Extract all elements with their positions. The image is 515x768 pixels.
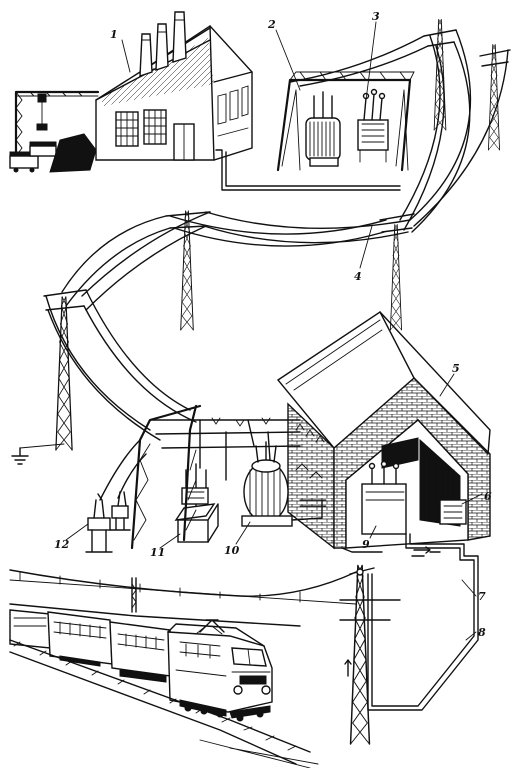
- substation-gantry: [99, 404, 301, 550]
- circuit-breaker: [174, 463, 219, 543]
- electric-train: [9, 609, 273, 722]
- callout-4: 4: [354, 270, 362, 283]
- railway-section: [9, 564, 401, 745]
- callout-8: 8: [478, 626, 486, 639]
- feeder-and-return-cables: [341, 533, 479, 711]
- callout-2: 2: [267, 18, 276, 31]
- callout-5: 5: [452, 362, 460, 375]
- incoming-line: [45, 289, 197, 441]
- callout-10: 10: [224, 544, 240, 557]
- auxiliary-transformer: [361, 460, 407, 535]
- disconnector: [85, 491, 131, 553]
- power-station: [9, 11, 401, 191]
- callout-6: 6: [484, 490, 492, 503]
- callout-9: 9: [362, 538, 370, 551]
- ground-icon: [11, 447, 29, 465]
- callout-leaders: [65, 21, 483, 641]
- callout-12: 12: [54, 538, 70, 551]
- transmission-line: [19, 29, 509, 451]
- step-up-substation: [276, 71, 415, 172]
- traction-substation-building: [276, 310, 491, 550]
- callout-1: 1: [110, 28, 118, 41]
- direction-arrow-icon: [344, 546, 431, 677]
- callout-3: 3: [372, 10, 380, 23]
- railway-track: [9, 639, 319, 768]
- tower-top-right-a: [423, 19, 457, 131]
- traction-transformer: [241, 441, 323, 527]
- callout-7: 7: [478, 590, 486, 603]
- callout-11: 11: [150, 546, 165, 559]
- tower-top-right-b: [479, 44, 511, 151]
